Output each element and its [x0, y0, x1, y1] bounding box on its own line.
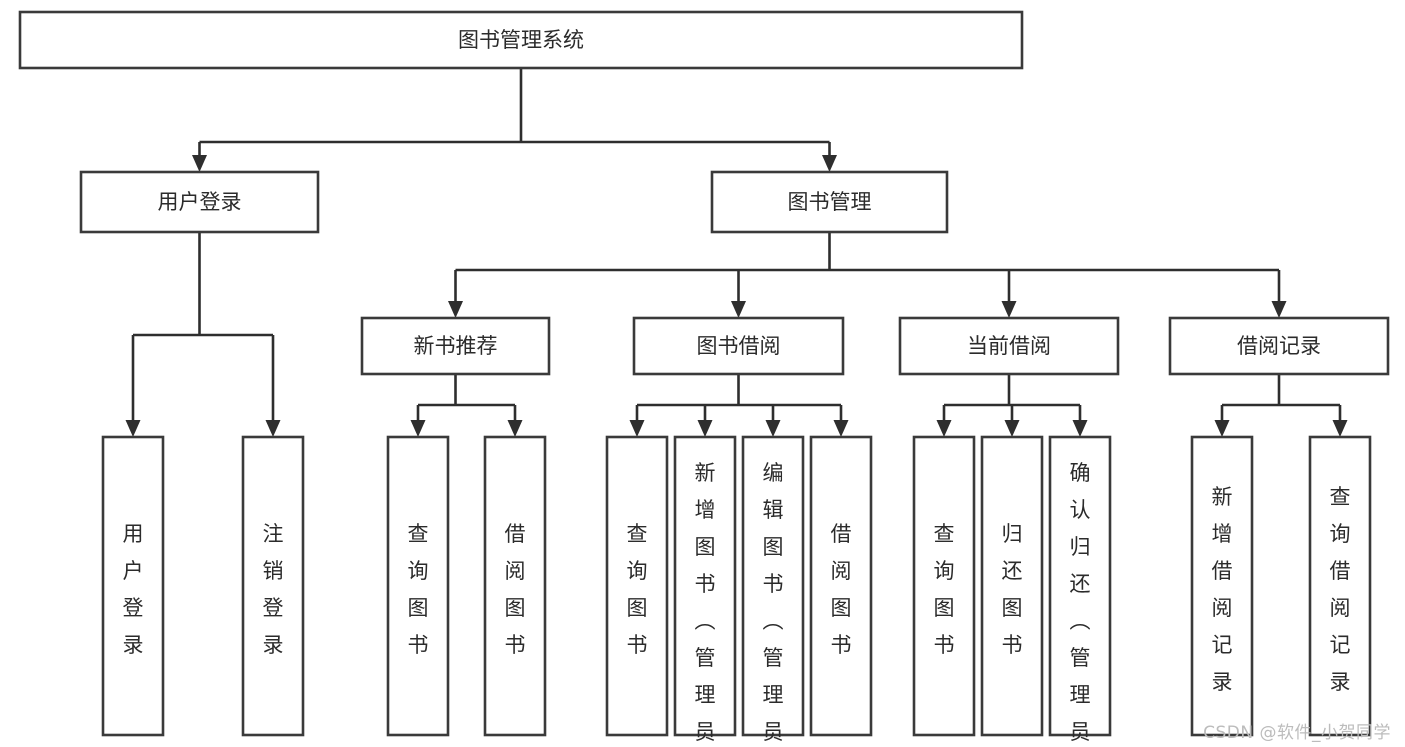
node-book-borrow-label: 图书借阅 [697, 334, 781, 358]
arrow-head-icon [822, 155, 837, 172]
node-leaf-return-book-box[interactable] [980, 435, 1044, 737]
node-book-manage-label: 图书管理 [788, 190, 872, 214]
node-leaf-return-book[interactable]: 归还图书 [980, 435, 1044, 737]
node-current-borrow[interactable]: 当前借阅 [898, 316, 1120, 376]
arrow-head-icon [125, 420, 141, 437]
node-layer: 图书管理系统用户登录图书管理新书推荐图书借阅当前借阅借阅记录用户登录注销登录查询… [18, 10, 1390, 747]
arrow-head-icon [192, 155, 207, 172]
node-leaf-return-book-label: 归还图书 [1002, 522, 1023, 657]
node-leaf-confirm-return[interactable]: 确认归还︵管理员︶ [1048, 435, 1112, 747]
arrow-head-icon [936, 420, 952, 437]
node-book-borrow[interactable]: 图书借阅 [632, 316, 845, 376]
arrow-head-icon [410, 420, 426, 437]
node-book-manage[interactable]: 图书管理 [710, 170, 949, 234]
node-leaf-edit-book-label: 编辑图书︵管理员︶ [763, 461, 784, 747]
node-leaf-borrow-book-1-label: 借阅图书 [505, 522, 526, 657]
node-borrow-record[interactable]: 借阅记录 [1168, 316, 1390, 376]
node-book-borrow-box[interactable] [632, 316, 845, 376]
arrow-head-icon [833, 420, 849, 437]
node-leaf-edit-book-box[interactable] [741, 435, 805, 737]
node-leaf-user-logout[interactable]: 注销登录 [241, 435, 305, 737]
arrow-head-icon [1332, 420, 1348, 437]
arrow-head-icon [265, 420, 281, 437]
arrow-head-icon [1001, 301, 1017, 318]
node-leaf-user-login-box[interactable] [101, 435, 165, 737]
node-current-borrow-box[interactable] [898, 316, 1120, 376]
node-leaf-query-record[interactable]: 查询借阅记录 [1308, 435, 1372, 737]
node-leaf-add-record[interactable]: 新增借阅记录 [1190, 435, 1254, 737]
arrow-head-icon [1072, 420, 1088, 437]
node-borrow-record-box[interactable] [1168, 316, 1390, 376]
node-leaf-query-book-1-box[interactable] [386, 435, 450, 737]
node-root[interactable]: 图书管理系统 [18, 10, 1024, 70]
node-root-box[interactable] [18, 10, 1024, 70]
node-root-label: 图书管理系统 [458, 28, 584, 52]
arrow-head-icon [448, 301, 463, 318]
node-leaf-query-book-3-box[interactable] [912, 435, 976, 737]
arrow-head-icon [697, 420, 713, 437]
node-new-book-rec-label: 新书推荐 [414, 334, 498, 358]
node-leaf-user-logout-label: 注销登录 [263, 522, 284, 657]
node-leaf-query-book-1-label: 查询图书 [408, 522, 429, 657]
node-leaf-borrow-book-2[interactable]: 借阅图书 [809, 435, 873, 737]
arrow-head-icon [1214, 420, 1230, 437]
node-leaf-add-record-label: 新增借阅记录 [1212, 485, 1233, 694]
node-leaf-query-book-2-label: 查询图书 [627, 522, 648, 657]
node-user-login-box[interactable] [79, 170, 320, 234]
node-leaf-add-record-box[interactable] [1190, 435, 1254, 737]
node-leaf-borrow-book-2-label: 借阅图书 [831, 522, 852, 657]
arrow-head-icon [1271, 301, 1287, 318]
arrow-head-icon [507, 420, 523, 437]
node-leaf-user-login-label: 用户登录 [123, 522, 144, 657]
node-user-login-label: 用户登录 [158, 190, 242, 214]
node-leaf-query-book-3-label: 查询图书 [934, 522, 955, 657]
node-leaf-add-book[interactable]: 新增图书︵管理员︶ [673, 435, 737, 747]
node-leaf-query-record-label: 查询借阅记录 [1330, 485, 1351, 694]
node-leaf-edit-book[interactable]: 编辑图书︵管理员︶ [741, 435, 805, 747]
node-leaf-add-book-label: 新增图书︵管理员︶ [695, 461, 716, 747]
node-book-manage-box[interactable] [710, 170, 949, 234]
node-leaf-user-logout-box[interactable] [241, 435, 305, 737]
node-leaf-query-book-1[interactable]: 查询图书 [386, 435, 450, 737]
arrow-head-icon [731, 301, 746, 318]
arrow-head-icon [629, 420, 645, 437]
node-current-borrow-label: 当前借阅 [967, 334, 1051, 358]
node-leaf-user-login[interactable]: 用户登录 [101, 435, 165, 737]
node-leaf-confirm-return-box[interactable] [1048, 435, 1112, 737]
node-leaf-query-record-box[interactable] [1308, 435, 1372, 737]
node-borrow-record-label: 借阅记录 [1237, 334, 1321, 358]
node-leaf-borrow-book-1-box[interactable] [483, 435, 547, 737]
arrow-head-icon [1004, 420, 1020, 437]
node-leaf-query-book-2-box[interactable] [605, 435, 669, 737]
node-user-login[interactable]: 用户登录 [79, 170, 320, 234]
node-leaf-borrow-book-1[interactable]: 借阅图书 [483, 435, 547, 737]
connector-layer [125, 68, 1348, 437]
node-new-book-rec[interactable]: 新书推荐 [360, 316, 551, 376]
node-leaf-query-book-3[interactable]: 查询图书 [912, 435, 976, 737]
node-leaf-borrow-book-2-box[interactable] [809, 435, 873, 737]
arrow-head-icon [765, 420, 781, 437]
node-new-book-rec-box[interactable] [360, 316, 551, 376]
node-leaf-confirm-return-label: 确认归还︵管理员︶ [1070, 461, 1091, 747]
node-leaf-query-book-2[interactable]: 查询图书 [605, 435, 669, 737]
node-leaf-add-book-box[interactable] [673, 435, 737, 737]
